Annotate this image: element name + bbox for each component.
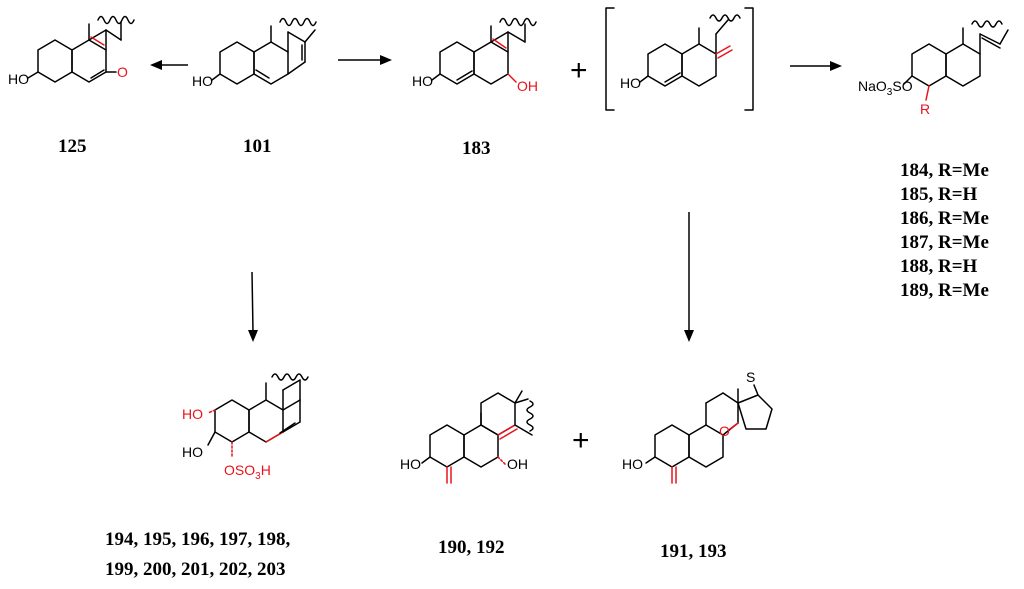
hydroxyl-label: HO — [412, 73, 433, 89]
ketone-oxygen: O — [117, 64, 128, 80]
compound-label-189: 189, R=Me — [900, 280, 989, 301]
plus-sign: + — [572, 424, 590, 457]
sulfur-label: S — [746, 369, 755, 385]
structure-184-189: R NaO3SO — [858, 20, 1009, 117]
compound-label-190-192: 190, 192 — [438, 537, 505, 558]
structure-125: O HO — [8, 15, 135, 87]
arrow-101-to-183 — [338, 55, 392, 65]
hydroxyl-label: HO — [182, 444, 203, 460]
hydroxyl-red-label: HO — [182, 406, 203, 422]
compound-label-188: 188, R=H — [900, 256, 978, 277]
sulfonate-label: OSO3H — [224, 462, 271, 482]
structure-101: HO — [192, 17, 317, 89]
sulfate-label: NaO3SO — [858, 78, 913, 98]
compound-label-101: 101 — [243, 136, 272, 157]
arrow-intermediate-down — [684, 212, 694, 342]
hydroxyl-red-label: OH — [517, 78, 538, 94]
r-group-label: R — [920, 101, 930, 117]
arrow-101-down — [248, 271, 258, 342]
hydroxyl-label: HO — [8, 71, 29, 87]
hydroxyl-label: HO — [400, 456, 421, 472]
compound-label-184: 184, R=Me — [900, 160, 989, 181]
compound-label-199-203: 199, 200, 201, 202, 203 — [105, 559, 286, 580]
structure-intermediate: HO — [620, 14, 741, 91]
structure-190-192: OH HO — [400, 390, 534, 484]
plus-sign: + — [570, 54, 588, 87]
compound-label-186: 186, R=Me — [900, 208, 989, 229]
bracket-intermediate — [605, 7, 754, 111]
compound-label-185: 185, R=H — [900, 184, 978, 205]
ketone-oxygen: O — [719, 423, 730, 439]
hydroxyl-label: HO — [622, 456, 643, 472]
structure-183: OH HO — [412, 17, 538, 94]
arrow-to-sulfates — [790, 61, 842, 71]
compound-label-187: 187, R=Me — [900, 232, 989, 253]
hydroxyl-label: HO — [620, 75, 641, 91]
compound-label-125: 125 — [58, 136, 87, 157]
structure-191-193: S O HO — [622, 369, 773, 484]
compound-label-194-198: 194, 195, 196, 197, 198, — [105, 529, 291, 550]
hydroxyl-label-right: OH — [507, 456, 528, 472]
compound-label-191-193: 191, 193 — [660, 541, 727, 562]
hydroxyl-label: HO — [192, 73, 213, 89]
compound-label-183: 183 — [462, 138, 491, 159]
arrow-101-to-125 — [150, 60, 188, 70]
structure-194-203: HO HO OSO3H — [182, 373, 309, 482]
